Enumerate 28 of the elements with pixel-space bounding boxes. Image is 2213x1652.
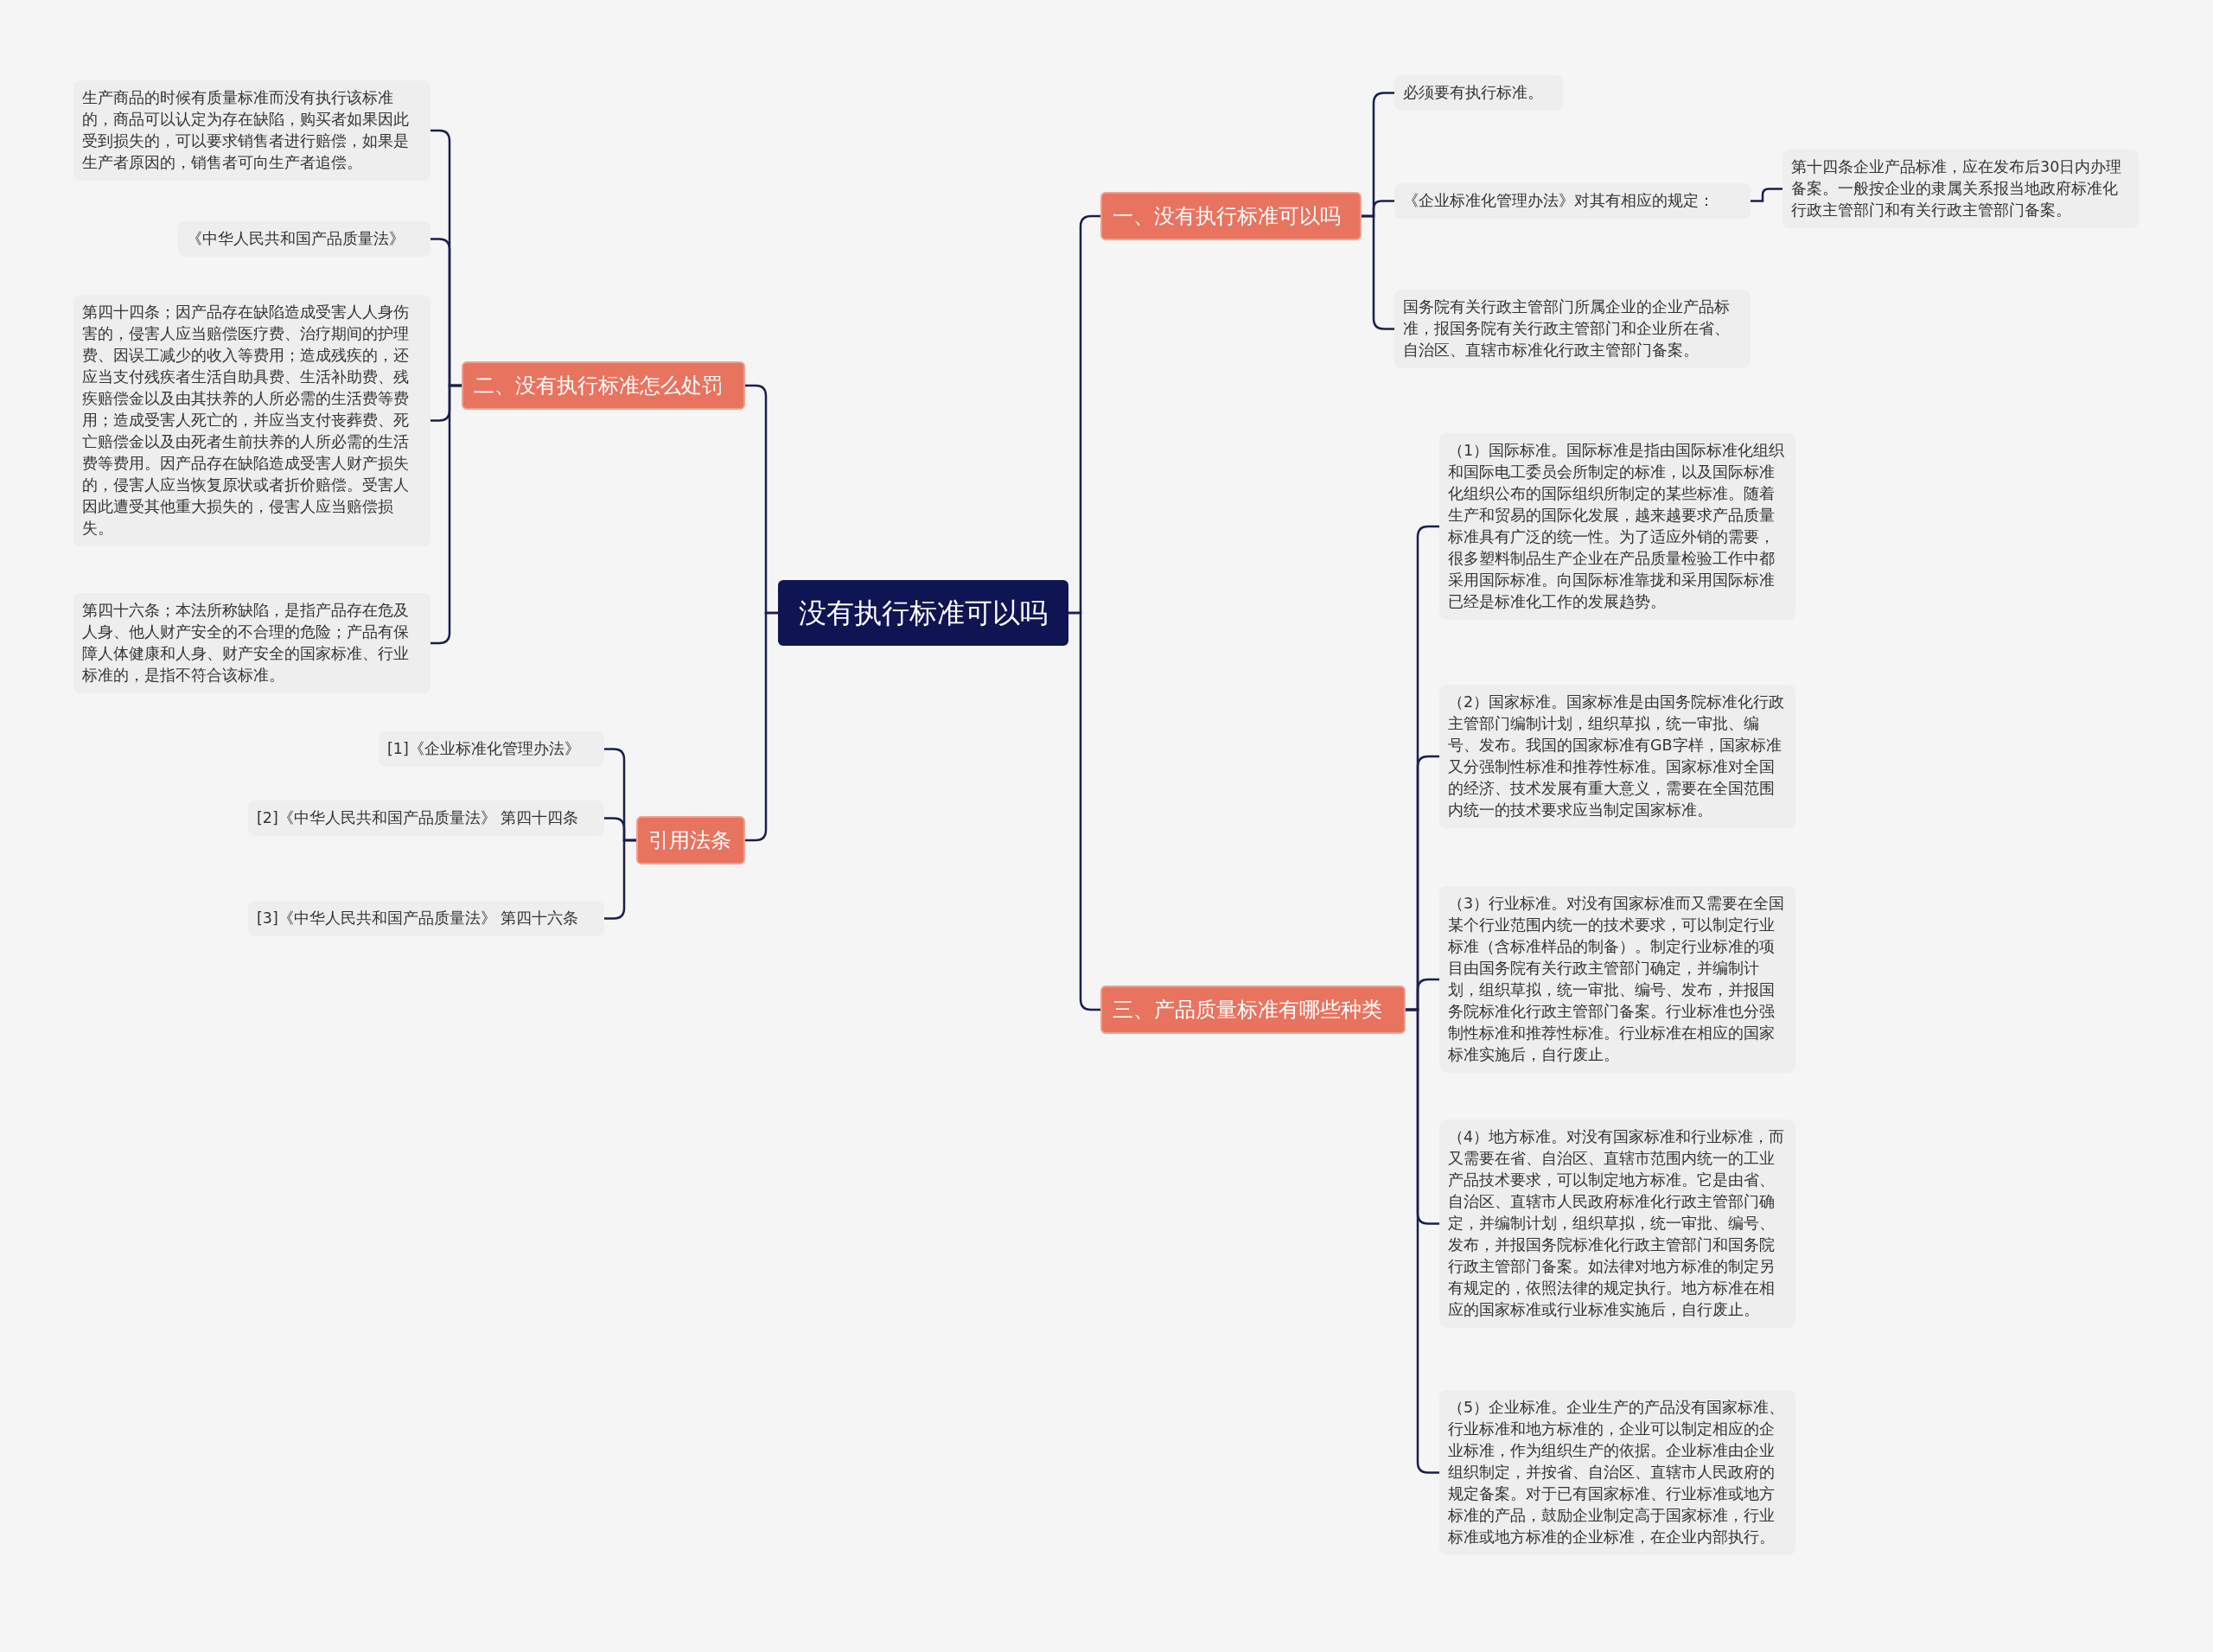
branch-topic-box: 一、没有执行标准可以吗	[1100, 192, 1362, 240]
text-card: [1]《企业标准化管理办法》	[379, 731, 604, 767]
text-card: 《企业标准化管理办法》对其有相应的规定：	[1394, 183, 1751, 219]
branch-topic-box: 引用法条	[636, 816, 745, 864]
connector-line	[604, 839, 636, 920]
text-card: （5）企业标准。企业生产的产品没有国家标准、行业标准和地方标准的，企业可以制定相应的企业标准，作为组织生产的依据。企业标准由企业组织制定，并按省、自治区、直辖市人民政府的规定备案。对于已有国家标准、行业标准或地方标准的产品，鼓励企业制定高于国家标准，行业标准或地方标准的企业标准，在企业内部执行。	[1439, 1390, 1795, 1555]
connector-line	[1406, 1008, 1439, 1474]
central-topic-box: 没有执行标准可以吗	[778, 580, 1068, 646]
text-card: 国务院有关行政主管部门所属企业的企业产品标准，报国务院有关行政主管部门和企业所在省、自治区、直辖市标准化行政主管部门备案。	[1394, 290, 1751, 368]
connector-line	[430, 384, 462, 645]
connector-line	[1751, 188, 1783, 202]
connector-line	[745, 611, 778, 842]
text-card: 《中华人民共和国产品质量法》	[178, 221, 430, 257]
text-card: （1）国际标准。国际标准是指由国际标准化组织和国际电工委员会所制定的标准，以及国际标准化组织公布的国际组织所制定的某些标准。随着生产和贸易的国际化发展，越来越要求产品质量标准具有广泛的统一性。为了适应外销的需要，很多塑料制品生产企业在产品质量检验工作中都采用国际标准。向国际标准靠拢和采用国际标准已经是标准化工作的发展趋势。	[1439, 433, 1795, 620]
text-card: （4）地方标准。对没有国家标准和行业标准，而又需要在省、自治区、直辖市范围内统一的工业产品技术要求，可以制定地方标准。它是由省、自治区、直辖市人民政府标准化行政主管部门确定，并编制计划，组织草拟，统一审批、编号、发布，并报国务院标准化行政主管部门和国务院行政主管部门备案。如法律对地方标准的制定另有规定的，依照法律的规定执行。地方标准在相应的国家标准或行业标准实施后，自行废止。	[1439, 1119, 1795, 1328]
branch-topic-box: 三、产品质量标准有哪些种类	[1100, 985, 1406, 1034]
text-card: [3]《中华人民共和国产品质量法》 第四十六条	[248, 901, 604, 936]
text-card: [2]《中华人民共和国产品质量法》 第四十四条	[248, 800, 604, 836]
text-card: 第四十六条；本法所称缺陷，是指产品存在危及人身、他人财产安全的不合理的危险；产品有保障人体健康和人身、财产安全的国家标准、行业标准的，是指不符合该标准。	[73, 593, 430, 693]
text-card: 第四十四条；因产品存在缺陷造成受害人人身伤害的，侵害人应当赔偿医疗费、治疗期间的护理费、因误工减少的收入等费用；造成残疾的，还应当支付残疾者生活自助具费、生活补助费、残疾赔偿金以及由其扶养的人所必需的生活费等费用；造成受害人死亡的，并应当支付丧葬费、死亡赔偿金以及由死者生前扶养的人所必需的生活费等费用。因产品存在缺陷造成受害人财产损失的，侵害人应当恢复原状或者折价赔偿。受害人因此遭受其他重大损失的，侵害人应当赔偿损失。	[73, 295, 430, 546]
text-card: （3）行业标准。对没有国家标准而又需要在全国某个行业范围内统一的技术要求，可以制定行业标准（含标准样品的制备）。制定行业标准的项目由国务院有关行政主管部门确定，并编制计划，组织草拟，统一审批、编号、发布，并报国务院标准化行政主管部门备案。行业标准也分强制性标准和推荐性标准。行业标准在相应的国家标准实施后，自行废止。	[1439, 886, 1795, 1073]
text-card: 生产商品的时候有质量标准而没有执行该标准的，商品可以认定为存在缺陷，购买者如果因此受到损失的，可以要求销售者进行赔偿，如果是生产者原因的，销售者可向生产者追偿。	[73, 80, 430, 181]
text-card: 第十四条企业产品标准，应在发布后30日内办理备案。一般按企业的隶属关系报当地政府标准化行政主管部门和有关行政主管部门备案。	[1783, 150, 2139, 228]
connector-line	[1362, 214, 1394, 330]
connector-line	[1068, 611, 1100, 1011]
text-card: 必须要有执行标准。	[1394, 75, 1563, 111]
text-card: （2）国家标准。国家标准是由国务院标准化行政主管部门编制计划，组织草拟，统一审批、编号、发布。我国的国家标准有GB字样，国家标准又分强制性标准和推荐性标准。国家标准对全国的经济、技术发展有重大意义，需要在全国范围内统一的技术要求应当制定国家标准。	[1439, 685, 1795, 828]
branch-topic-box: 二、没有执行标准怎么处罚	[462, 361, 745, 410]
